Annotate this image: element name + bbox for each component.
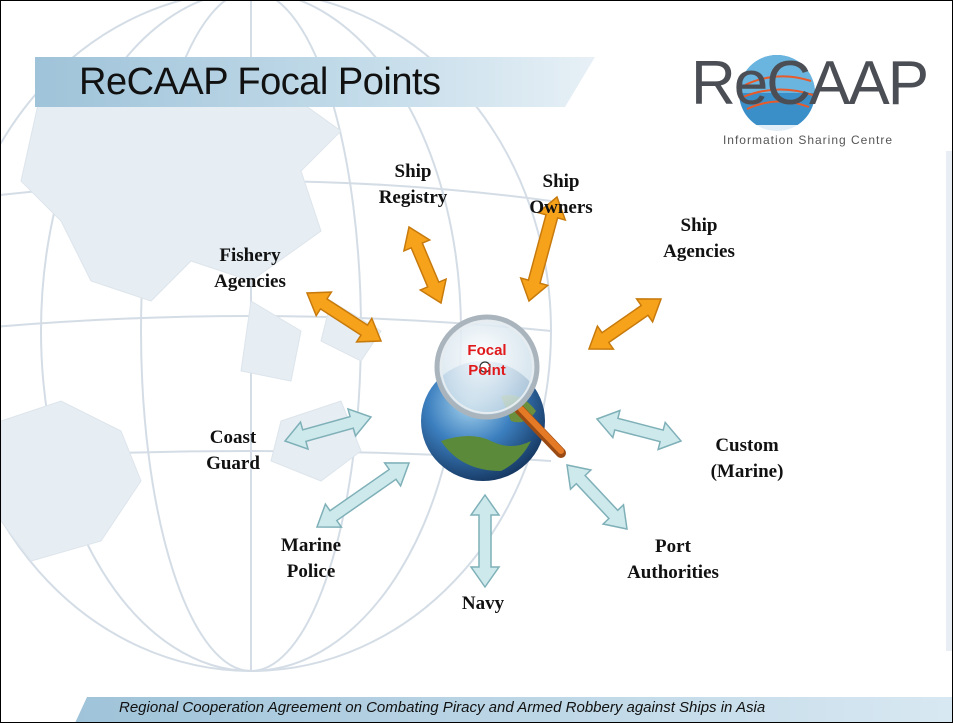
arrow-marine-police: [315, 462, 411, 528]
focal-point-label: Focal Point: [467, 341, 506, 381]
globe-logo-icon: [675, 55, 937, 155]
node-ship-agencies: Ship Agencies: [663, 213, 735, 265]
node-label-line: Owners: [529, 197, 593, 218]
logo-subtitle: Information Sharing Centre: [722, 133, 894, 147]
arrow-navy: [469, 493, 501, 589]
logo-text: ReCAAP: [691, 49, 929, 118]
arrow-ship-registry: [402, 225, 448, 305]
footer-text: Regional Cooperation Agreement on Combat…: [119, 699, 766, 716]
footer-banner: [75, 697, 952, 722]
node-label-line: Guard: [206, 453, 260, 474]
focal-point-globe-icon: [421, 314, 566, 481]
arrow-ship-owners: [519, 195, 567, 303]
node-label-line: Fishery: [219, 245, 281, 266]
node-label-line: Ship: [394, 161, 432, 182]
arrow-port-authorities: [566, 464, 628, 530]
node-label-line: Custom: [715, 435, 779, 456]
node-label-line: Ship: [680, 215, 718, 236]
node-ship-owners: Ship Owners: [529, 169, 592, 221]
arrow-coast-guard: [283, 407, 373, 451]
node-custom-marine: Custom (Marine): [711, 433, 784, 485]
node-label-line: Agencies: [214, 271, 286, 292]
node-label-line: Police: [286, 561, 336, 582]
node-label-line: Registry: [378, 187, 448, 208]
arrow-custom-marine: [595, 409, 683, 451]
focal-line-1: Focal: [467, 342, 507, 359]
node-label-line: Coast: [209, 427, 257, 448]
node-ship-registry: Ship Registry: [379, 159, 448, 211]
node-label-line: Marine: [280, 535, 342, 556]
node-marine-police: Marine Police: [281, 533, 341, 585]
arrow-ship-agencies: [587, 298, 663, 350]
node-port-authorities: Port Authorities: [627, 534, 719, 586]
node-fishery-agencies: Fishery Agencies: [214, 243, 286, 295]
focal-line-2: Point: [468, 362, 506, 379]
recaap-logo: [675, 45, 937, 159]
node-navy: Navy: [462, 591, 504, 617]
node-label-line: Navy: [461, 593, 505, 614]
arrow-fishery-agencies: [305, 291, 383, 343]
node-label-line: Agencies: [663, 241, 735, 262]
slide-title: ReCAAP Focal Points: [79, 61, 441, 103]
node-label-line: Authorities: [627, 562, 719, 583]
node-label-line: Port: [655, 536, 691, 557]
title-banner: [35, 57, 595, 107]
node-label-line: Ship: [542, 171, 580, 192]
node-coast-guard: Coast Guard: [206, 425, 260, 477]
node-label-line: (Marine): [710, 461, 784, 482]
